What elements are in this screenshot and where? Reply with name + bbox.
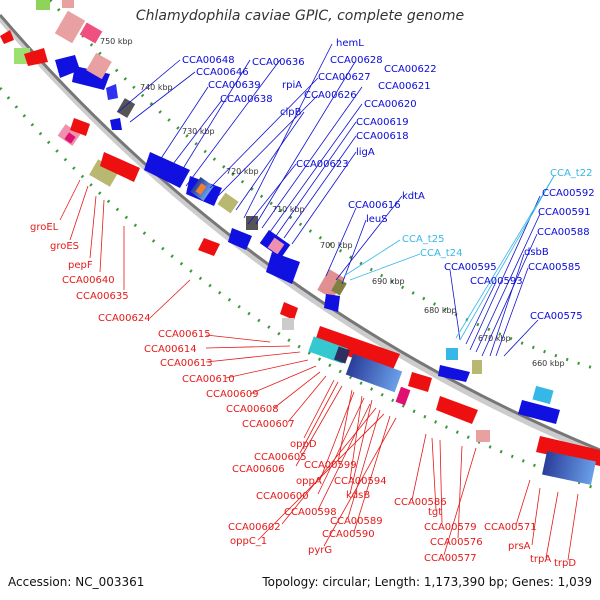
gene-label: CCA00646 xyxy=(196,67,249,78)
gene-label: CCA00614 xyxy=(144,344,197,355)
gene-label: CCA00606 xyxy=(232,464,285,475)
gene-label: prsA xyxy=(508,541,531,552)
gene-label: CCA00576 xyxy=(430,537,483,548)
gene-label: CCA00640 xyxy=(62,275,115,286)
gene-label: trpD xyxy=(554,558,576,569)
gene-label: CCA00598 xyxy=(284,507,337,518)
gene-label: pyrG xyxy=(308,545,332,556)
gene-label: trpA xyxy=(530,554,551,565)
gene-label: CCA00589 xyxy=(330,516,383,527)
gene-label: oppD xyxy=(290,439,317,450)
gene-label: pepF xyxy=(68,260,93,271)
gene-label: oppA xyxy=(296,476,322,487)
gene-label: ligA xyxy=(356,147,375,158)
gene-label: CCA_t22 xyxy=(550,168,592,179)
gene-label: groEL xyxy=(30,222,59,233)
accession-text: Accession: NC_003361 xyxy=(8,575,145,589)
gene-label: clpB xyxy=(280,107,302,118)
gene-label: CCA00609 xyxy=(206,389,259,400)
gene-label: CCA00623 xyxy=(296,159,349,170)
blue-leader-lines xyxy=(117,43,541,357)
gene-label: CCA00608 xyxy=(226,404,279,415)
tick-label: 700 kbp xyxy=(320,241,353,250)
gene-label: CCA00648 xyxy=(182,55,235,66)
tick-label: 660 kbp xyxy=(532,359,565,368)
rna-gene-labels: CCA_t22 CCA_t25 CCA_t24 xyxy=(402,168,592,259)
gene-label: CCA00636 xyxy=(252,57,305,68)
gene-label: CCA00607 xyxy=(242,419,295,430)
gene-label: CCA00613 xyxy=(160,358,213,369)
gene-label: hemL xyxy=(336,38,364,49)
gene-label: CCA00577 xyxy=(424,553,477,564)
map-title: Chlamydophila caviae GPIC, complete geno… xyxy=(135,8,465,24)
backbone-tick-labels: 750 kbp 740 kbp 730 kbp 720 kbp 710 kbp … xyxy=(100,37,565,368)
tick-label: 710 kbp xyxy=(272,205,305,214)
gene-label: leuS xyxy=(366,214,388,225)
tick-label: 680 kbp xyxy=(424,306,457,315)
gene-label: CCA_t24 xyxy=(420,248,462,259)
gene-label: CCA00610 xyxy=(182,374,235,385)
red-gene-labels: groEL groES pepF CCA00640 CCA00635 CCA00… xyxy=(30,222,576,569)
gene-label: CCA00600 xyxy=(256,491,309,502)
gene-label: CCA00579 xyxy=(424,522,477,533)
gene-label: CCA00592 xyxy=(542,188,595,199)
tick-label: 670 kbp xyxy=(478,334,511,343)
gene-label: CCA00622 xyxy=(384,64,437,75)
red-leader-lines xyxy=(59,179,579,561)
gene-label: CCA00599 xyxy=(304,460,357,471)
gene-label: CCA00616 xyxy=(348,200,401,211)
gene-label: rpiA xyxy=(282,80,302,91)
gene-label: oppC_1 xyxy=(230,536,267,547)
gene-label: CCA00638 xyxy=(220,94,273,105)
gene-label: CCA00605 xyxy=(254,452,307,463)
gene-label: CCA00575 xyxy=(530,311,583,322)
reverse-gene-features xyxy=(0,10,600,485)
gene-label: CCA00620 xyxy=(364,99,417,110)
gene-label: CCA00593 xyxy=(470,276,523,287)
gene-label: kdtA xyxy=(402,191,425,202)
gene-label: CCA00615 xyxy=(158,329,211,340)
tick-label: 690 kbp xyxy=(372,277,405,286)
gene-label: CCA00635 xyxy=(76,291,129,302)
gene-label: CCA00619 xyxy=(356,117,409,128)
gene-label: CCA00627 xyxy=(318,72,371,83)
gene-label: CCA00594 xyxy=(334,476,387,487)
gene-label: CCA00585 xyxy=(528,262,581,273)
gene-label: CCA00626 xyxy=(304,90,357,101)
gene-label: CCA00595 xyxy=(444,262,497,273)
gene-label: kdsB xyxy=(346,490,370,501)
gene-label: CCA00590 xyxy=(322,529,375,540)
gene-label: CCA00571 xyxy=(484,522,537,533)
gene-label: CCA00621 xyxy=(378,81,431,92)
blue-gene-labels: hemL CCA00628 CCA00648 CCA00636 CCA00646… xyxy=(182,38,595,322)
tick-label: 750 kbp xyxy=(100,37,133,46)
gene-label: groES xyxy=(50,241,79,252)
genome-stats-text: Topology: circular; Length: 1,173,390 bp… xyxy=(262,575,592,589)
cyan-leader-lines xyxy=(343,175,555,341)
gene-label: CCA00624 xyxy=(98,313,151,324)
tick-label: 740 kbp xyxy=(140,83,173,92)
gene-label: CCA00602 xyxy=(228,522,281,533)
gene-label: CCA00588 xyxy=(537,227,590,238)
gene-label: tgt xyxy=(428,507,442,518)
gene-label: CCA00628 xyxy=(330,55,383,66)
gene-label: CCA00639 xyxy=(208,80,261,91)
gene-label: CCA_t25 xyxy=(402,234,444,245)
gene-label: CCA00618 xyxy=(356,131,409,142)
gene-label: CCA00586 xyxy=(394,497,447,508)
gene-label: dsbB xyxy=(524,247,549,258)
gene-label: CCA00591 xyxy=(538,207,591,218)
